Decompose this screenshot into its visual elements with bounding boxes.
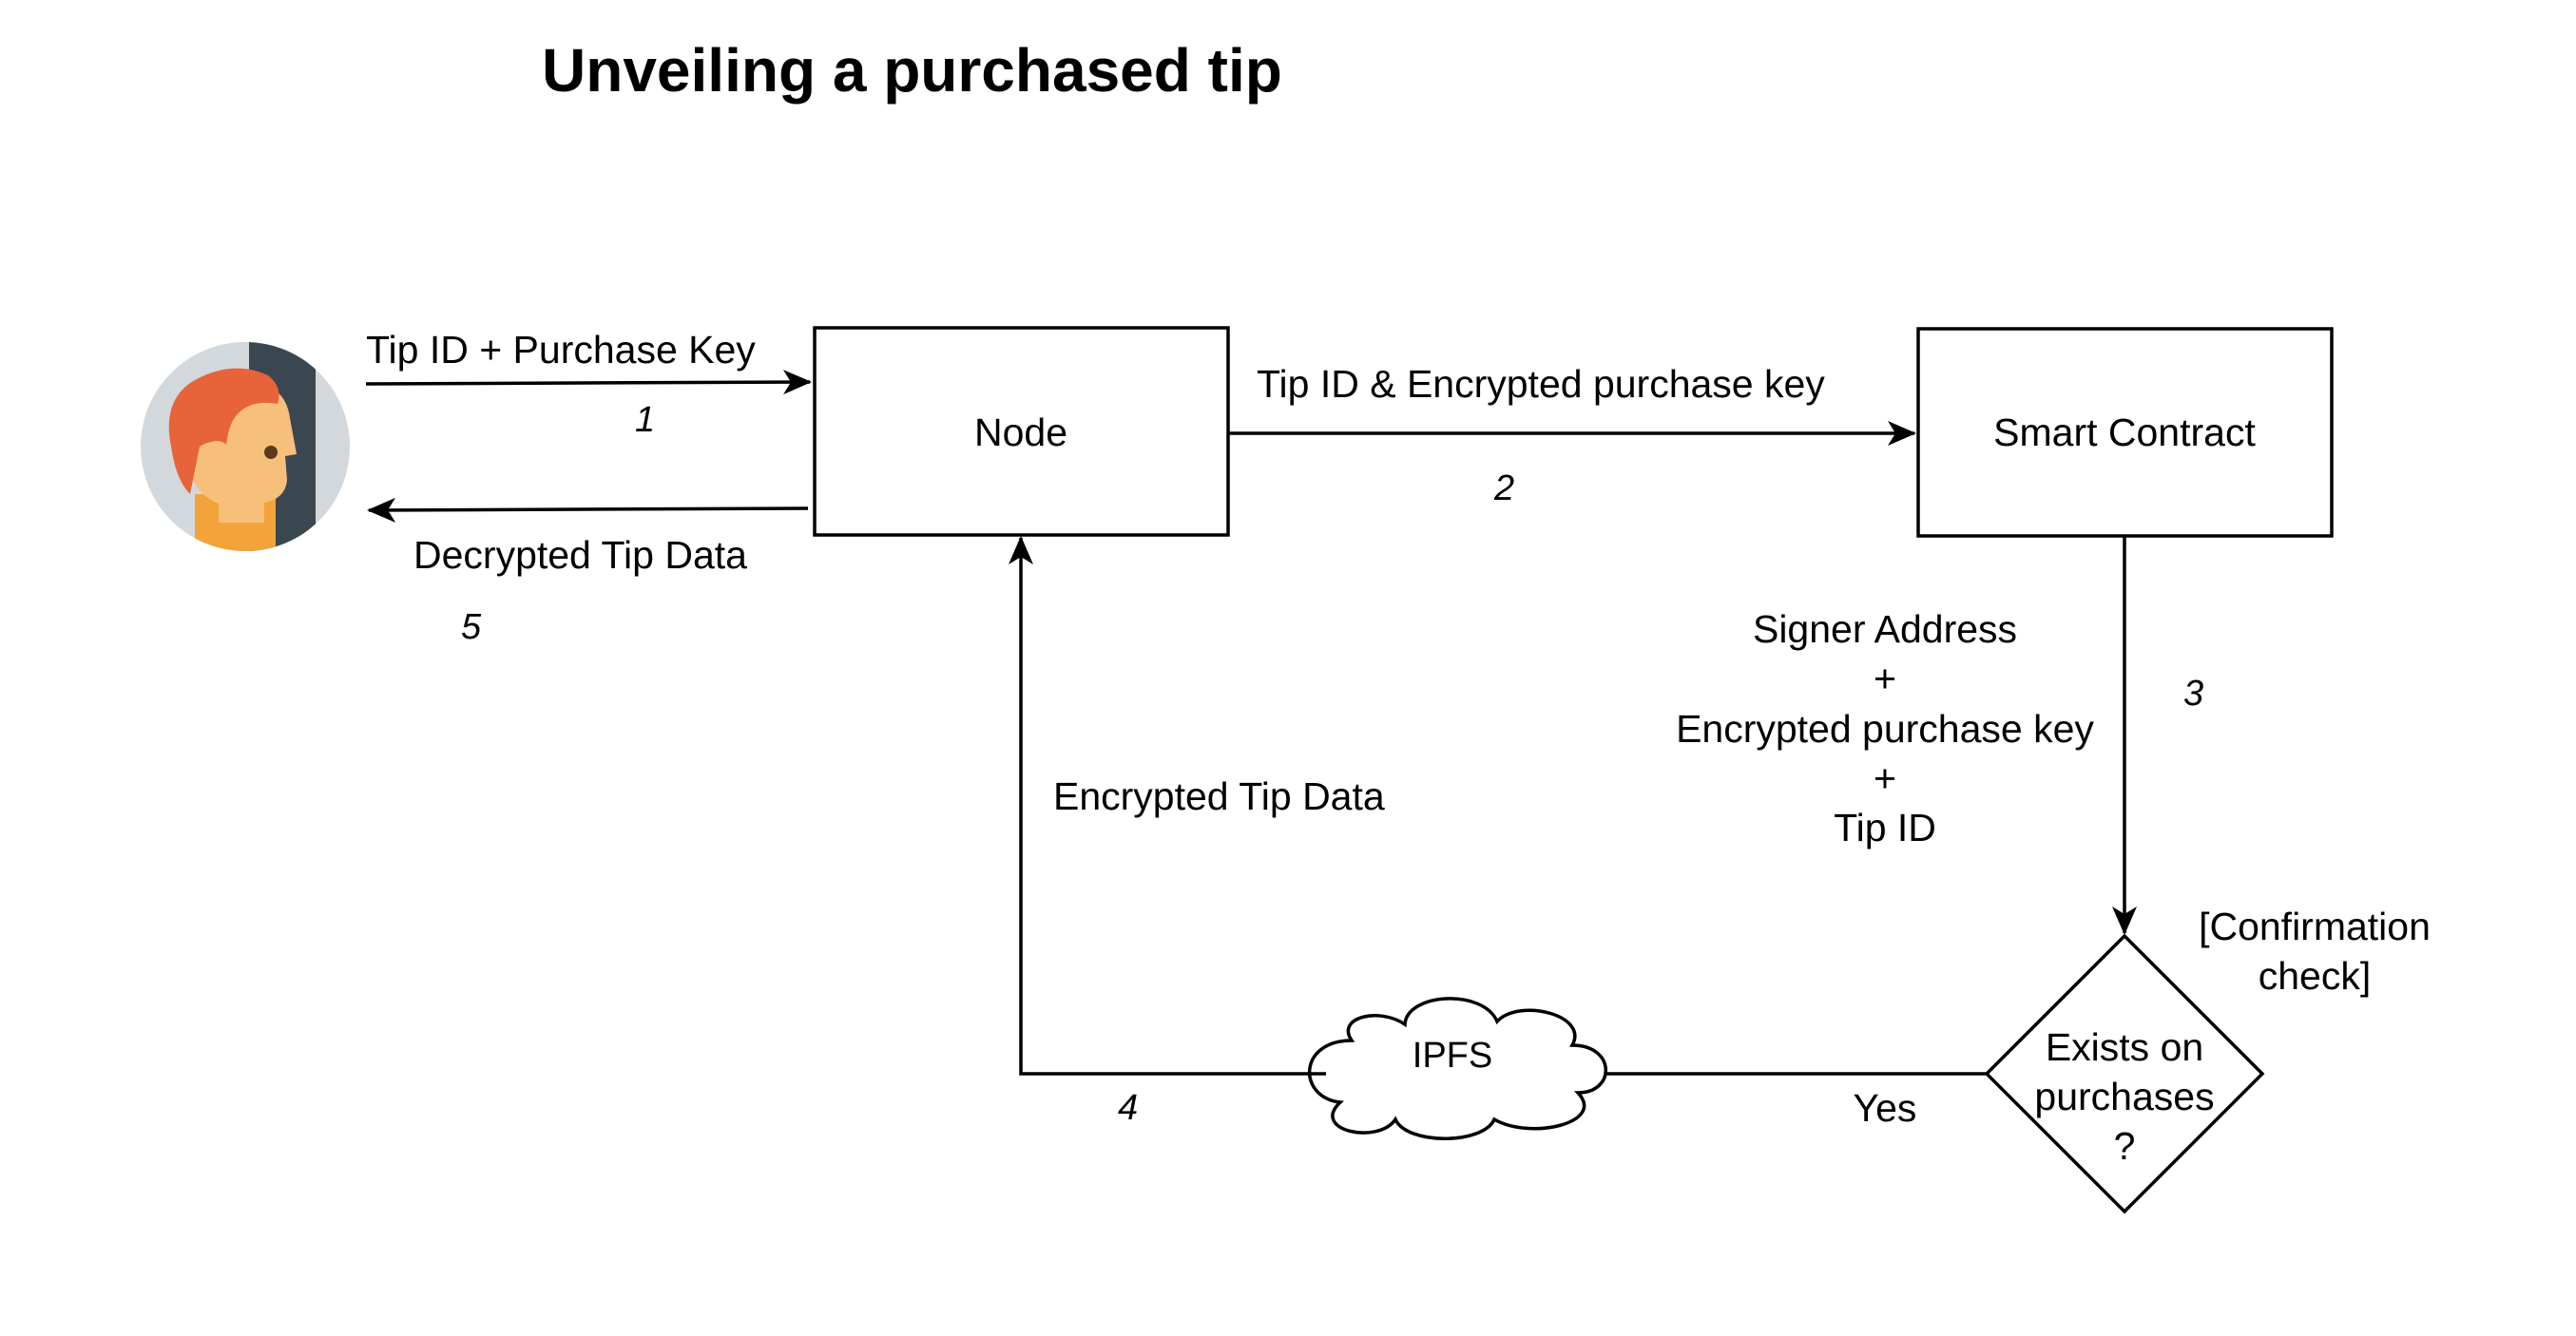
confirmation-annotation: [Confirmation check] <box>2199 905 2431 998</box>
edge-2-label: Tip ID & Encrypted purchase key <box>1257 362 1825 406</box>
edge-5-label: Decrypted Tip Data <box>413 533 747 577</box>
edge-3-line-3: Encrypted purchase key <box>1676 707 2094 751</box>
edge-1-actor-to-node: Tip ID + Purchase Key 1 <box>365 328 812 440</box>
node-label: Node <box>974 410 1067 454</box>
decision-line-2: purchases <box>2034 1075 2214 1118</box>
diagram-title: Unveiling a purchased tip <box>542 36 1282 105</box>
annotation-line-1: [Confirmation <box>2199 905 2431 948</box>
edge-1-label: Tip ID + Purchase Key <box>366 328 756 372</box>
edge-1-step: 1 <box>635 400 655 440</box>
ipfs-label: IPFS <box>1413 1036 1492 1076</box>
edge-yes-check-to-ipfs: Yes <box>1595 1072 1987 1130</box>
edge-3-line-5: Tip ID <box>1834 806 1936 849</box>
edge-3-line-4: + <box>1874 756 1896 800</box>
decision-line-3: ? <box>2114 1124 2136 1168</box>
edge-3-contract-to-check: Signer Address + Encrypted purchase key … <box>1676 536 2203 935</box>
edge-3-line-1: Signer Address <box>1753 607 2017 651</box>
edge-4-ipfs-to-node: Encrypted Tip Data 4 <box>1009 536 1385 1128</box>
smart-contract-label: Smart Contract <box>1993 410 2256 454</box>
node-box: Node <box>813 326 1230 537</box>
edge-yes-label: Yes <box>1854 1086 1917 1130</box>
edge-3-step: 3 <box>2183 674 2203 714</box>
edge-3-line-2: + <box>1874 657 1896 700</box>
decision-line-1: Exists on <box>2046 1025 2203 1069</box>
edge-4-step: 4 <box>1118 1088 1138 1128</box>
decision-diamond: Exists on purchases ? <box>1984 933 2265 1214</box>
smart-contract-box: Smart Contract <box>1916 327 2334 538</box>
annotation-line-2: check] <box>2259 954 2372 998</box>
edge-2-step: 2 <box>1493 468 1514 508</box>
edge-4-label: Encrypted Tip Data <box>1053 774 1385 818</box>
edge-2-node-to-contract: Tip ID & Encrypted purchase key 2 <box>1228 362 1916 508</box>
edge-5-step: 5 <box>461 607 482 647</box>
user-avatar-icon <box>141 342 350 551</box>
ipfs-cloud: IPFS <box>1307 997 1607 1140</box>
edge-5-node-to-actor: Decrypted Tip Data 5 <box>367 497 809 647</box>
